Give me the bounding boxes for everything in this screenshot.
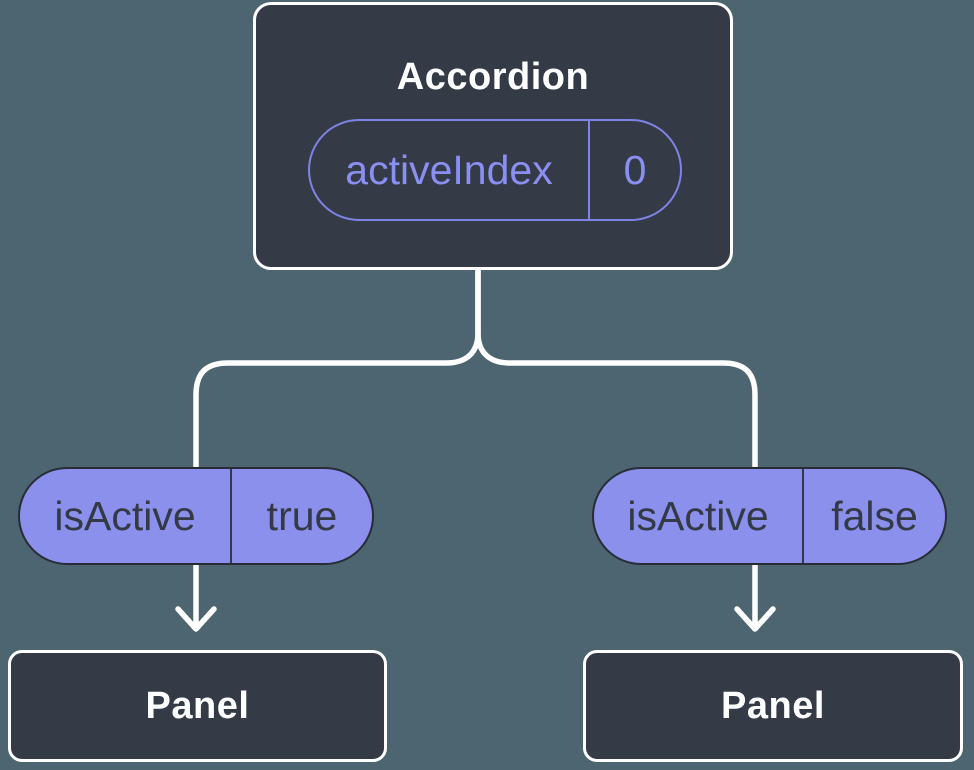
state-value-label: 0 [623,146,647,193]
state-name-label: activeIndex [310,121,590,219]
prop-value-label: false [831,492,918,539]
prop-pill-isactive-false: isActive false [592,467,947,565]
prop-name-label: isActive [594,469,804,563]
state-pill-activeindex: activeIndex 0 [308,119,682,221]
prop-pill-isactive-true: isActive true [18,467,374,565]
root-to-right-child-connector [475,265,758,469]
prop-name-label: isActive [20,469,232,563]
panel-node-label: Panel [145,684,250,727]
root-to-left-child-connector [193,265,481,469]
panel-node-right: Panel [583,650,963,762]
accordion-node-label: Accordion [396,56,590,98]
left-arrow-icon [175,563,217,632]
panel-node-label: Panel [721,684,825,727]
right-arrow-icon [734,563,776,632]
panel-node-left: Panel [8,650,387,762]
prop-value-label: true [266,492,338,539]
